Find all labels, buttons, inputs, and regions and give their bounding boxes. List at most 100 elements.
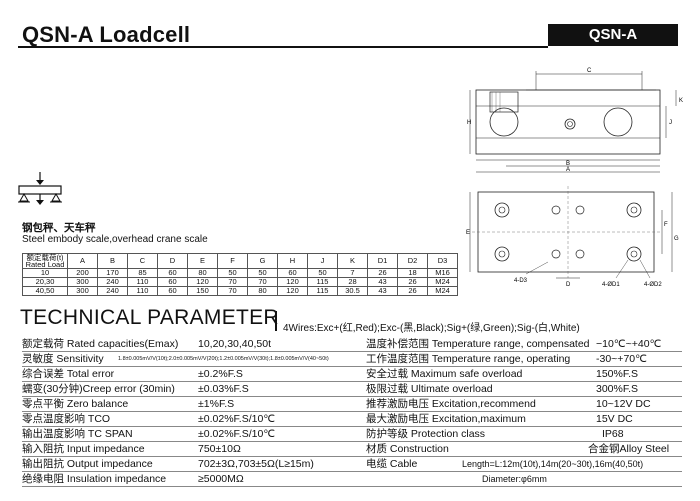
spec-value: 702±3Ω,703±5Ω(L≥15m): [198, 458, 314, 470]
col-header: D1: [367, 253, 398, 269]
spec-label: 灵敏度 Sensitivity: [22, 353, 104, 365]
table-cell: 120: [277, 286, 308, 296]
spec-label: 输入阻抗 Input impedance: [22, 443, 145, 455]
spec-row: 额定载荷 Rated capacities(Emax) 10,20,30,40,…: [22, 337, 682, 351]
col-header: B: [97, 253, 128, 269]
col-header-rated-load: 额定载荷(t) Rated Load: [22, 253, 68, 269]
spec-value: ±0.02%F.S/10℃: [198, 428, 276, 440]
dimension-table-header: 额定载荷(t) Rated Load A B C D E F G H J K D…: [22, 253, 458, 269]
spec-value: ≥5000MΩ: [198, 473, 244, 485]
spec-value: ±0.02%F.S/10℃: [198, 413, 276, 425]
spec-label: 蠕变(30分钟)Creep error (30min): [22, 383, 175, 395]
table-cell: 300: [67, 286, 98, 296]
spec-value: 10~12V DC: [596, 398, 651, 410]
spec-label: 电缆 Cable: [366, 458, 418, 470]
dim-label-h: H: [467, 120, 471, 126]
application-cn: 钢包秤、天车秤: [22, 222, 96, 234]
row-divider: [22, 411, 682, 412]
table-cell: 60: [157, 286, 188, 296]
col-header: G: [247, 253, 278, 269]
dim-label-k: K: [679, 98, 683, 104]
spec-value: 150%F.S: [596, 368, 639, 380]
spec-value: -30~+70℃: [596, 353, 647, 365]
row-divider: [22, 351, 682, 352]
table-cell: 80: [247, 286, 278, 296]
spec-value: −10℃~+40℃: [596, 338, 662, 350]
spec-row: 输入阻抗 Input impedance 750±10Ω 材质 Construc…: [22, 442, 682, 456]
col-header: F: [217, 253, 248, 269]
spec-value: 合金钢Alloy Steel: [588, 443, 670, 455]
header-rule: [18, 46, 548, 48]
spec-row: 零点温度影响 TCO ±0.02%F.S/10℃ 最大激励电压 Excitati…: [22, 412, 682, 426]
spec-label: 输出阻抗 Output impedance: [22, 458, 153, 470]
spec-label: 温度补偿范围 Temperature range, compensated: [366, 338, 590, 350]
spec-value: 750±10Ω: [198, 443, 241, 455]
row-divider: [22, 456, 682, 457]
dim-label-d2: 4-ØD2: [644, 282, 662, 288]
col-header: C: [127, 253, 158, 269]
table-cell: 43: [367, 286, 398, 296]
spec-value: 15V DC: [596, 413, 633, 425]
spec-label: 零点温度影响 TCO: [22, 413, 111, 425]
col-header: E: [187, 253, 218, 269]
spec-label: 推荐激励电压 Excitation,recommend: [366, 398, 536, 410]
dimension-table: 额定载荷(t) Rated Load A B C D E F G H J K D…: [22, 253, 458, 296]
spec-label: 安全过载 Maximum safe overload: [366, 368, 523, 380]
col-header: J: [307, 253, 338, 269]
table-cell: 70: [217, 286, 248, 296]
spec-value: 1.8±0.005mV/V(10t);2.0±0.005mV/V(20t);1.…: [118, 356, 329, 362]
spec-label: 综合误差 Total error: [22, 368, 115, 380]
table-row: 40,50 300 240 110 60 150 70 80 120 115 3…: [22, 286, 458, 296]
table-cell: 115: [307, 286, 338, 296]
col-header: A: [67, 253, 98, 269]
spec-row: 输出温度影响 TC SPAN ±0.02%F.S/10℃ 防护等级 Protec…: [22, 427, 682, 441]
dim-label-d1: 4-ØD1: [602, 282, 620, 288]
dim-label-e: E: [466, 230, 470, 236]
side-view-drawing: C B A H J K: [467, 68, 683, 173]
wiring-note: 4Wires:Exc+(红,Red);Exc-(黑,Black);Sig+(绿,…: [283, 323, 580, 334]
spec-label: 极限过载 Ultimate overload: [366, 383, 493, 395]
spec-value: ±1%F.S: [198, 398, 235, 410]
spec-label: 输出温度影响 TC SPAN: [22, 428, 133, 440]
table-cell: 40,50: [22, 286, 68, 296]
dim-label-d: D: [566, 282, 571, 288]
spec-value: 10,20,30,40,50t: [198, 338, 271, 350]
dim-label-b: B: [566, 161, 570, 167]
model-badge: QSN-A: [548, 24, 678, 46]
top-view-drawing: E F G D 4-D3 4-ØD1 4-ØD2: [466, 186, 679, 288]
spec-value: IP68: [602, 428, 624, 440]
spec-row: 输出阻抗 Output impedance 702±3Ω,703±5Ω(L≥15…: [22, 457, 682, 471]
row-divider: [22, 426, 682, 427]
spec-label: 零点平衡 Zero balance: [22, 398, 129, 410]
dim-label-j: J: [669, 120, 672, 126]
col-header: H: [277, 253, 308, 269]
dim-label-d3: 4-D3: [514, 278, 528, 284]
row-divider: [22, 486, 682, 487]
spec-value: 300%F.S: [596, 383, 639, 395]
spec-label: 材质 Construction: [366, 443, 449, 455]
spec-value: ±0.03%F.S: [198, 383, 249, 395]
spec-row: 绝缘电阻 Insulation impedance ≥5000MΩ Diamet…: [22, 472, 682, 486]
technical-parameter-title: TECHNICAL PARAMETER: [20, 306, 279, 329]
spec-label: 额定载荷 Rated capacities(Emax): [22, 338, 179, 350]
spec-row: 综合误差 Total error ±0.2%F.S 安全过载 Maximum s…: [22, 367, 682, 381]
spec-row: 蠕变(30分钟)Creep error (30min) ±0.03%F.S 极限…: [22, 382, 682, 396]
spec-value: Length=L:12m(10t),14m(20~30t),16m(40,50t…: [462, 459, 644, 469]
row-divider: [22, 381, 682, 382]
col-header: K: [337, 253, 368, 269]
title-divider: [275, 311, 277, 331]
col-header: D3: [427, 253, 458, 269]
row-divider: [22, 366, 682, 367]
load-schematic-icon: [18, 172, 62, 205]
table-cell: M24: [427, 286, 458, 296]
spec-row: 零点平衡 Zero balance ±1%F.S 推荐激励电压 Excitati…: [22, 397, 682, 411]
table-cell: 26: [397, 286, 428, 296]
table-cell: 30.5: [337, 286, 368, 296]
col-header: D2: [397, 253, 428, 269]
spec-value: Diameter:φ6mm: [482, 474, 547, 484]
spec-value: ±0.2%F.S: [198, 368, 243, 380]
spec-label: 工作温度范围 Temperature range, operating: [366, 353, 571, 365]
col-header: D: [157, 253, 188, 269]
spec-label: 绝缘电阻 Insulation impedance: [22, 473, 167, 485]
spec-label: 防护等级 Protection class: [366, 428, 486, 440]
